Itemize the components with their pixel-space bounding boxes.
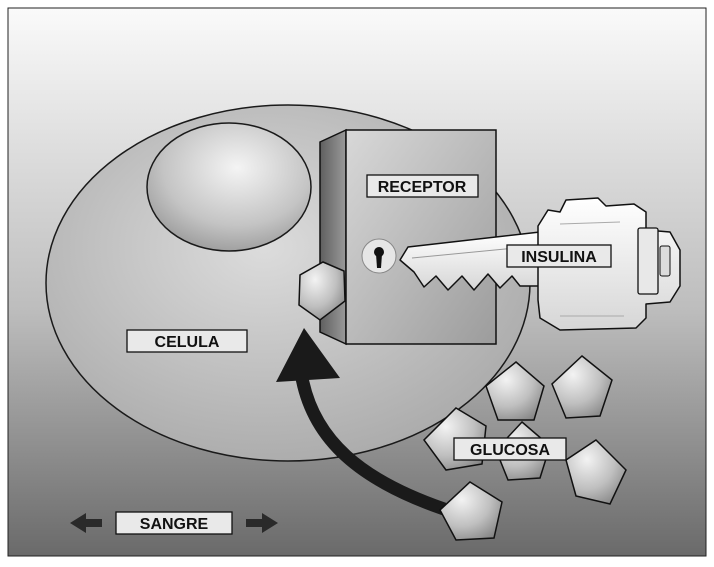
label-blood-text: SANGRE <box>140 516 209 533</box>
label-glucose: GLUCOSA <box>453 437 567 461</box>
pentagon-icon <box>565 439 627 505</box>
curved-arrow-icon <box>276 328 447 516</box>
label-blood: SANGRE <box>115 511 233 535</box>
label-glucose-text: GLUCOSA <box>470 442 550 459</box>
cell-nucleus <box>146 122 312 252</box>
label-cell-text: CELULA <box>155 334 220 351</box>
pentagon-icon <box>551 355 613 419</box>
label-insulin-text: INSULINA <box>521 249 597 266</box>
label-insulin: INSULINA <box>506 244 612 268</box>
label-receptor-text: RECEPTOR <box>378 179 467 196</box>
pentagon-icon <box>485 361 545 421</box>
label-receptor: RECEPTOR <box>366 174 479 198</box>
key-icon <box>399 197 681 331</box>
receptor <box>319 128 497 346</box>
pentagon-icon <box>439 481 503 541</box>
keyhole-icon <box>361 238 397 274</box>
label-cell: CELULA <box>126 329 248 353</box>
double-arrow-icon <box>70 513 278 533</box>
glucose-molecule-entering <box>298 261 346 321</box>
